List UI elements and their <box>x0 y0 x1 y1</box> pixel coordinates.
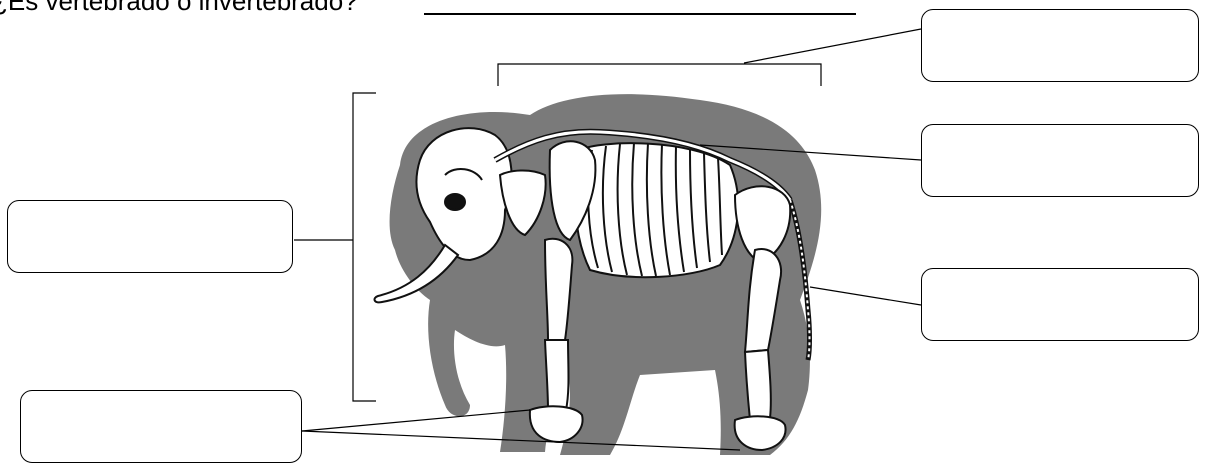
label-box-tail[interactable] <box>921 268 1199 341</box>
label-box-top[interactable] <box>921 9 1199 82</box>
label-box-ribs[interactable] <box>921 124 1199 197</box>
leader-top <box>744 29 921 63</box>
leader-feet-front <box>302 410 530 431</box>
bracket-left <box>353 93 376 401</box>
label-box-feet[interactable] <box>20 390 302 463</box>
bracket-top <box>498 64 821 86</box>
leader-tail <box>810 287 921 305</box>
label-box-skull[interactable] <box>7 200 293 273</box>
